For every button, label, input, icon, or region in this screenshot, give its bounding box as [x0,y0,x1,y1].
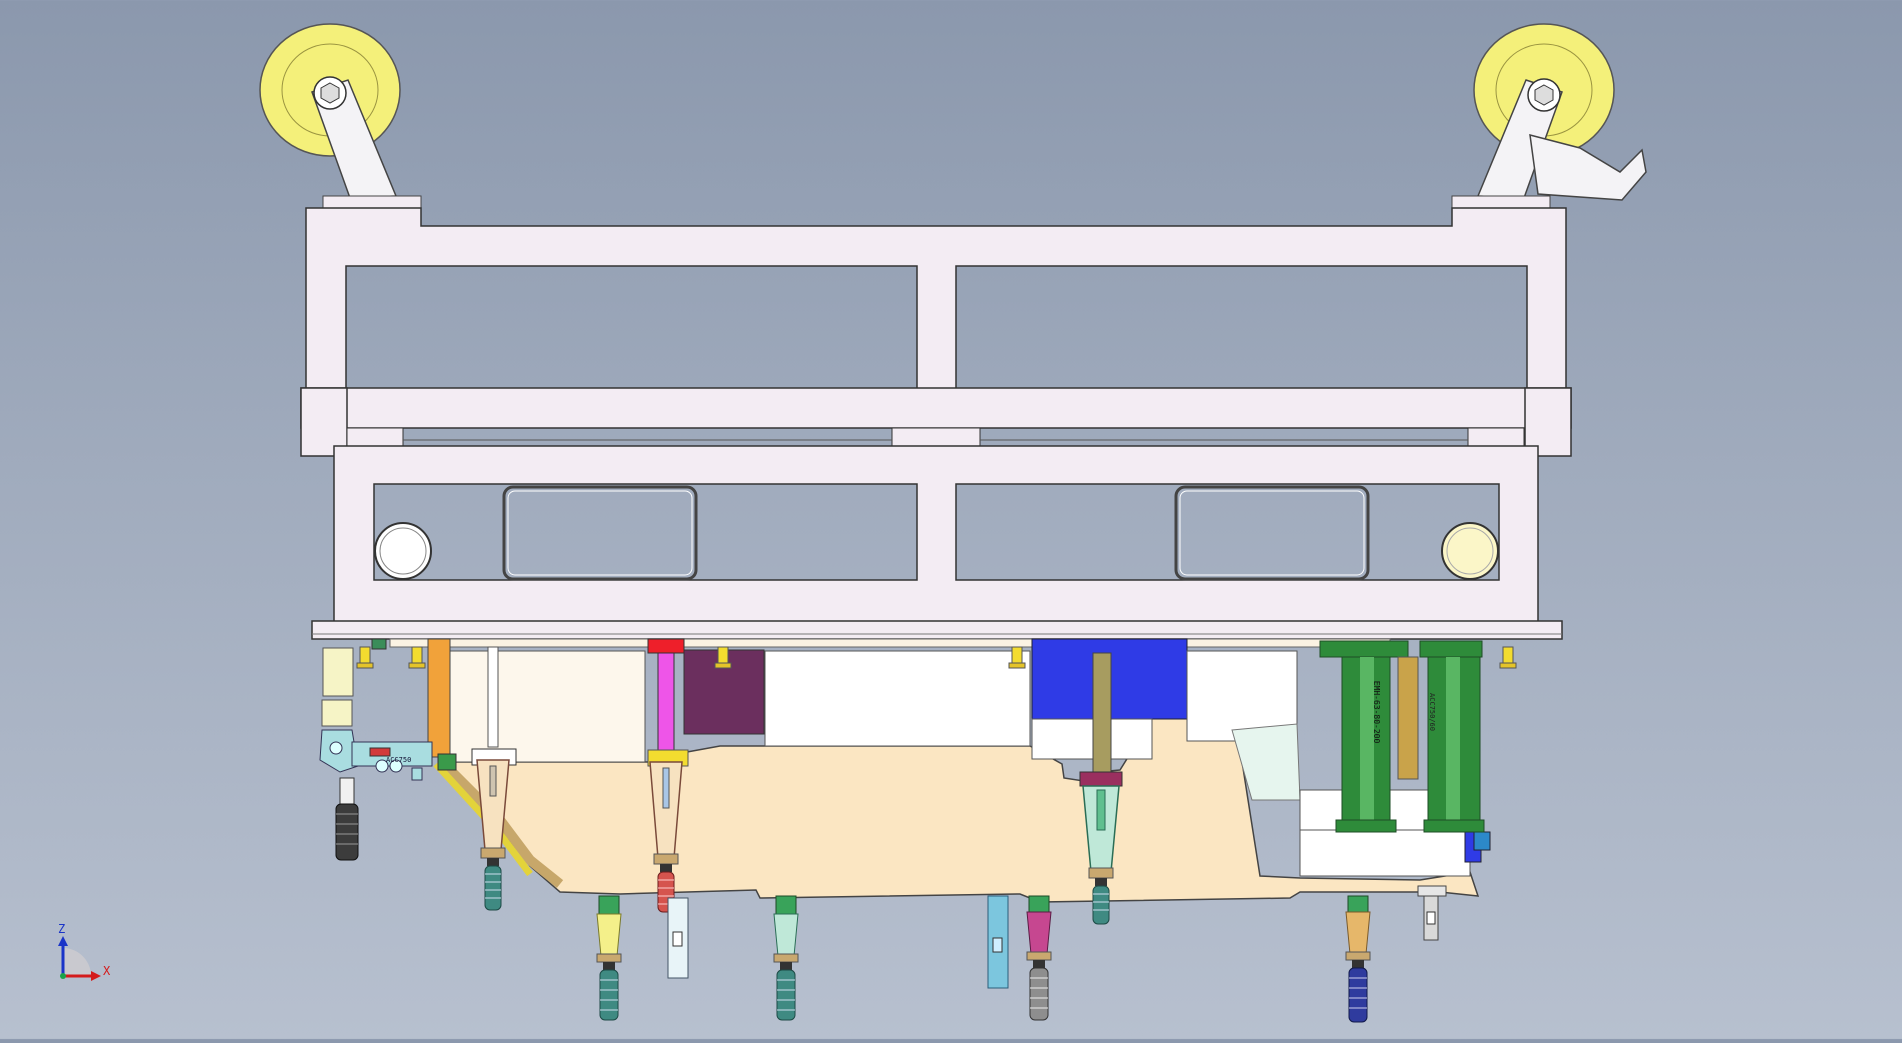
main-frame [300,207,1572,640]
window-slot-left [502,485,698,581]
cylinder-green-right [1419,640,1483,658]
plunger-7 [1345,895,1371,1023]
locating-pad [411,646,423,664]
plunger-handle [1092,885,1110,925]
cylinder-tag-label-2: ACC750/60 [1428,693,1436,731]
caster-left [259,23,422,211]
cylinder-green-left [1319,640,1409,658]
frame-upper [305,207,1567,393]
locator-disc-left [374,522,432,580]
plunger-4 [596,895,622,1021]
plunger-handle [599,969,619,1021]
plunger-2 [649,761,683,913]
base-plate [311,620,1563,640]
cylinder-tag-label: EMH-63-80-200 [1372,681,1381,744]
plunger-3 [1082,785,1120,925]
plunger-handle [484,865,502,911]
pin-olive [1092,652,1112,776]
locating-pad [1502,646,1514,664]
plunger-handle [776,969,796,1021]
clamp-tag-label: ACC750 [386,756,411,764]
caster-brake-pedal [1529,133,1647,201]
locator-disc-right [1441,522,1499,580]
plunger-6 [1026,895,1052,1021]
caster-right [1451,23,1647,211]
fixture-body: EMH-63-80-200 ACC750/60 [356,638,1517,903]
frame-lower [333,445,1539,623]
fixture-base [438,695,1480,903]
toggle-clamp: ACC750 [319,647,457,861]
axis-z-label: Z [58,922,65,936]
plunger-5 [773,895,799,1021]
locating-pad [717,646,729,664]
plunger-handle [1348,967,1368,1023]
block-orange [427,638,451,758]
plunger-handle [1029,967,1049,1021]
coordinate-triad: Z X [58,922,111,981]
locating-pad [359,646,371,664]
plunger-1 [476,759,510,911]
locating-pad [1011,646,1023,664]
pin-magenta [657,652,675,754]
clamp-handle [335,803,359,861]
frame-crossbar [300,387,1572,429]
axis-x-label: X [103,964,111,978]
window-slot-right [1174,485,1370,581]
